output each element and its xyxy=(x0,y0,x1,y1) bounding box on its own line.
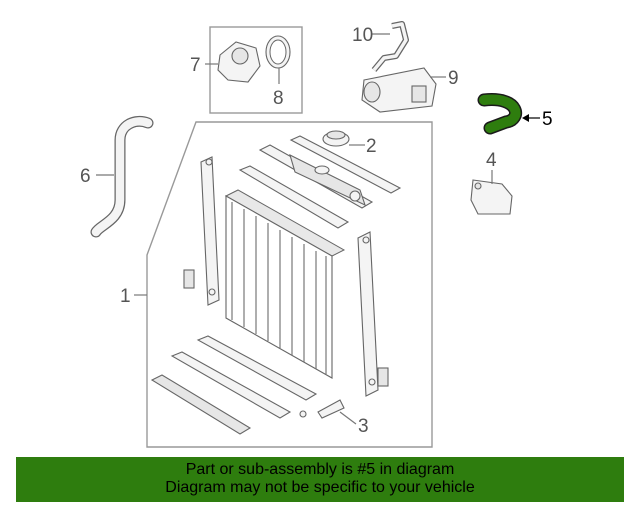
banner-line-1: Part or sub-assembly is #5 in diagram xyxy=(185,461,455,478)
thermostat-gasket xyxy=(265,35,291,69)
coolant-reservoir xyxy=(361,67,437,113)
drain-cock xyxy=(299,399,345,419)
radiator-core xyxy=(224,189,346,379)
bracket-right xyxy=(377,367,389,387)
callout-8: 8 xyxy=(273,88,284,109)
banner-line-2: Diagram may not be specific to your vehi… xyxy=(165,479,475,496)
thermostat-housing xyxy=(217,41,261,83)
callout-10: 10 xyxy=(352,25,373,46)
radiator-cap xyxy=(322,130,350,147)
radiator-left-side-tank xyxy=(200,156,220,306)
hose-5-highlighted xyxy=(477,93,522,135)
radiator-lower-strips xyxy=(150,335,318,435)
info-banner: Part or sub-assembly is #5 in diagram Di… xyxy=(16,457,624,502)
callout-9: 9 xyxy=(448,68,459,89)
callout-6: 6 xyxy=(80,166,91,187)
radiator-upper-tank xyxy=(289,153,366,207)
callout-3: 3 xyxy=(358,416,369,437)
callout-5: 5 xyxy=(542,109,553,130)
callout-1: 1 xyxy=(120,286,131,307)
parts-diagram: 1 2 xyxy=(80,21,553,448)
bracket-left xyxy=(183,269,195,289)
callout-7: 7 xyxy=(190,55,201,76)
callout-2: 2 xyxy=(366,136,377,157)
mounting-bracket-4 xyxy=(470,179,513,215)
radiator-right-side-tank xyxy=(357,231,379,397)
callout-4: 4 xyxy=(486,150,497,171)
